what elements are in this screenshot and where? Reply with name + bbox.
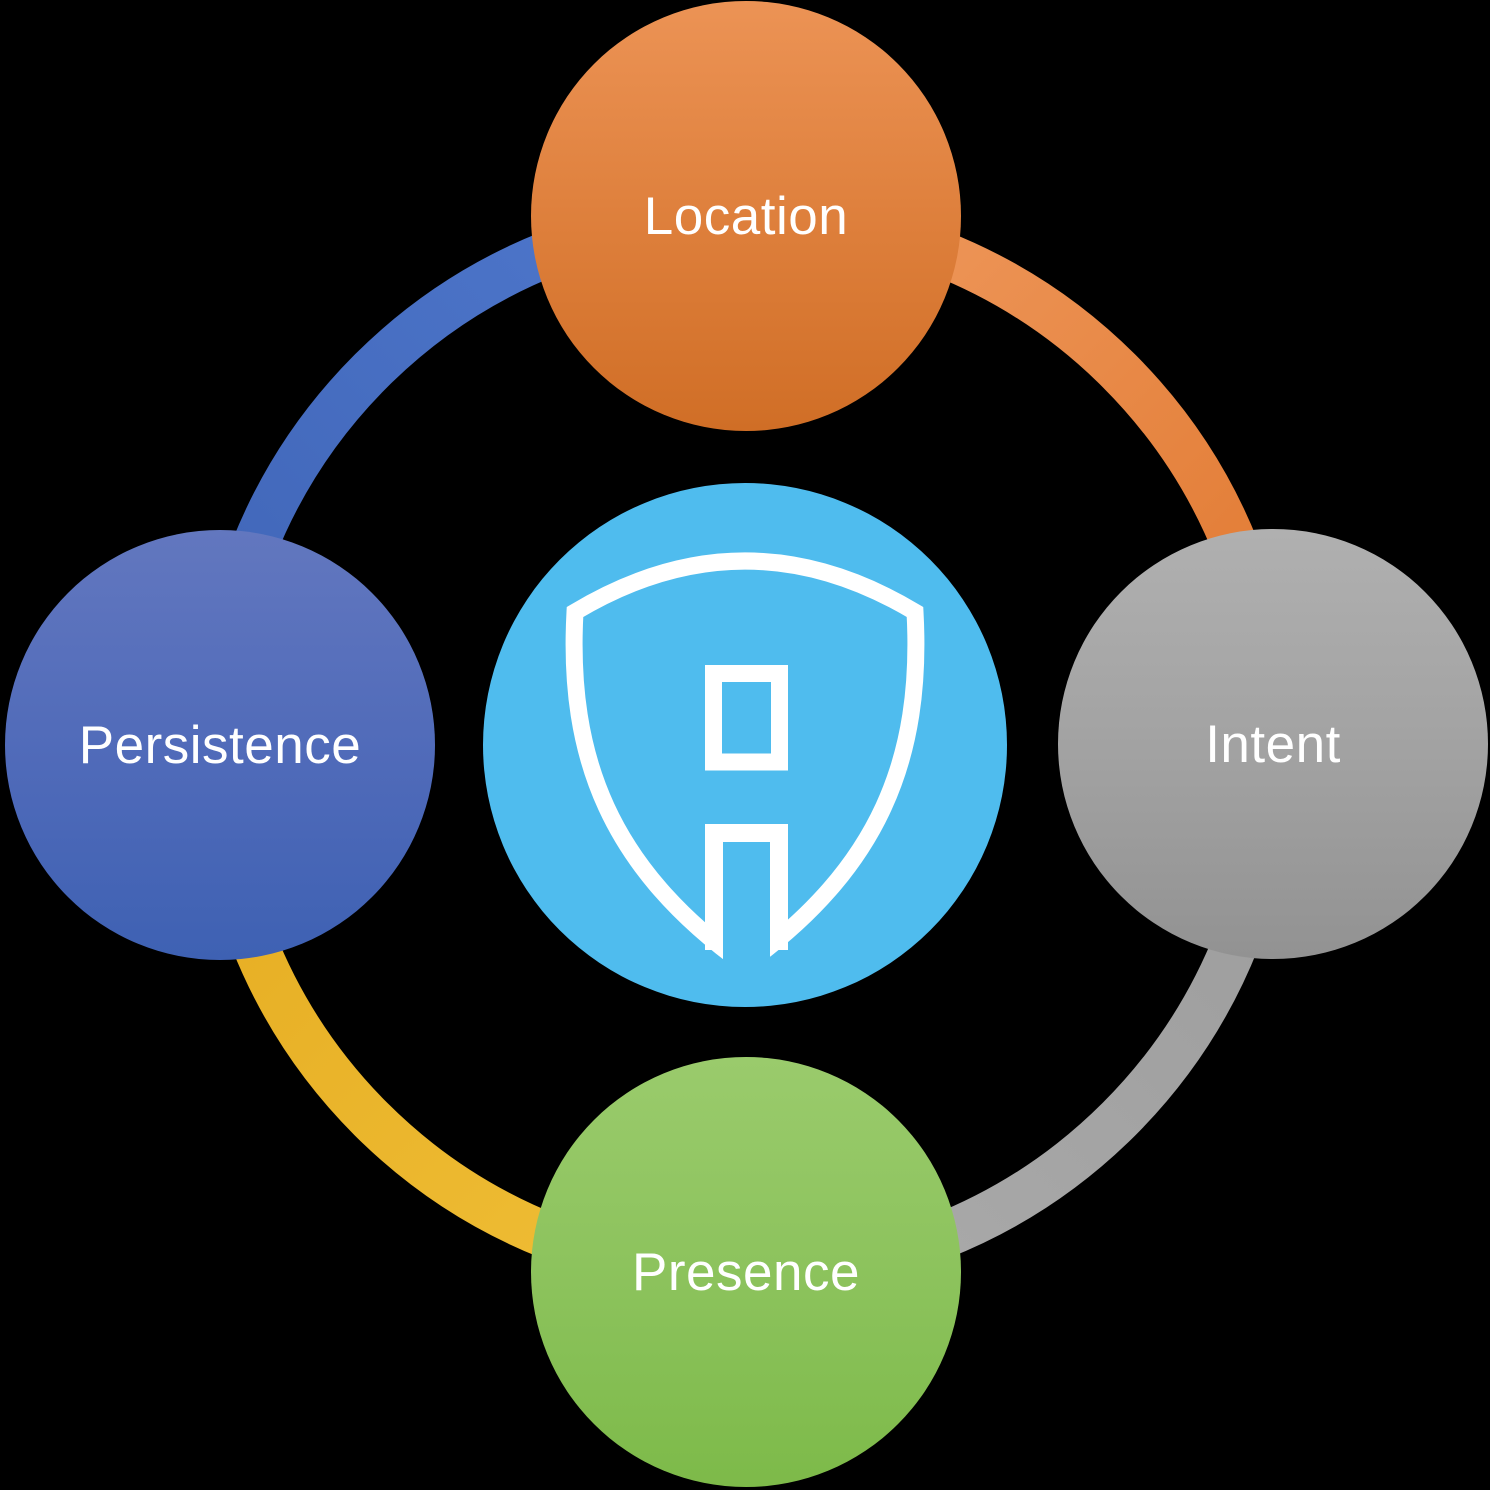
center-node xyxy=(483,483,1007,1007)
node-label-persistence: Persistence xyxy=(78,715,362,775)
node-label-intent: Intent xyxy=(1205,714,1341,774)
node-location: Location xyxy=(531,1,961,431)
shield-a-logo-icon xyxy=(483,483,1007,1007)
letter-a-box xyxy=(705,665,788,771)
node-presence: Presence xyxy=(531,1057,961,1487)
letter-a-leg-channel xyxy=(723,820,770,1000)
node-persistence: Persistence xyxy=(5,530,435,960)
shield-outline xyxy=(565,552,925,976)
node-intent: Intent xyxy=(1058,529,1488,959)
node-label-location: Location xyxy=(643,186,849,246)
center-circle xyxy=(483,483,1007,1007)
node-label-presence: Presence xyxy=(632,1242,860,1302)
letter-a-legs xyxy=(705,824,788,950)
